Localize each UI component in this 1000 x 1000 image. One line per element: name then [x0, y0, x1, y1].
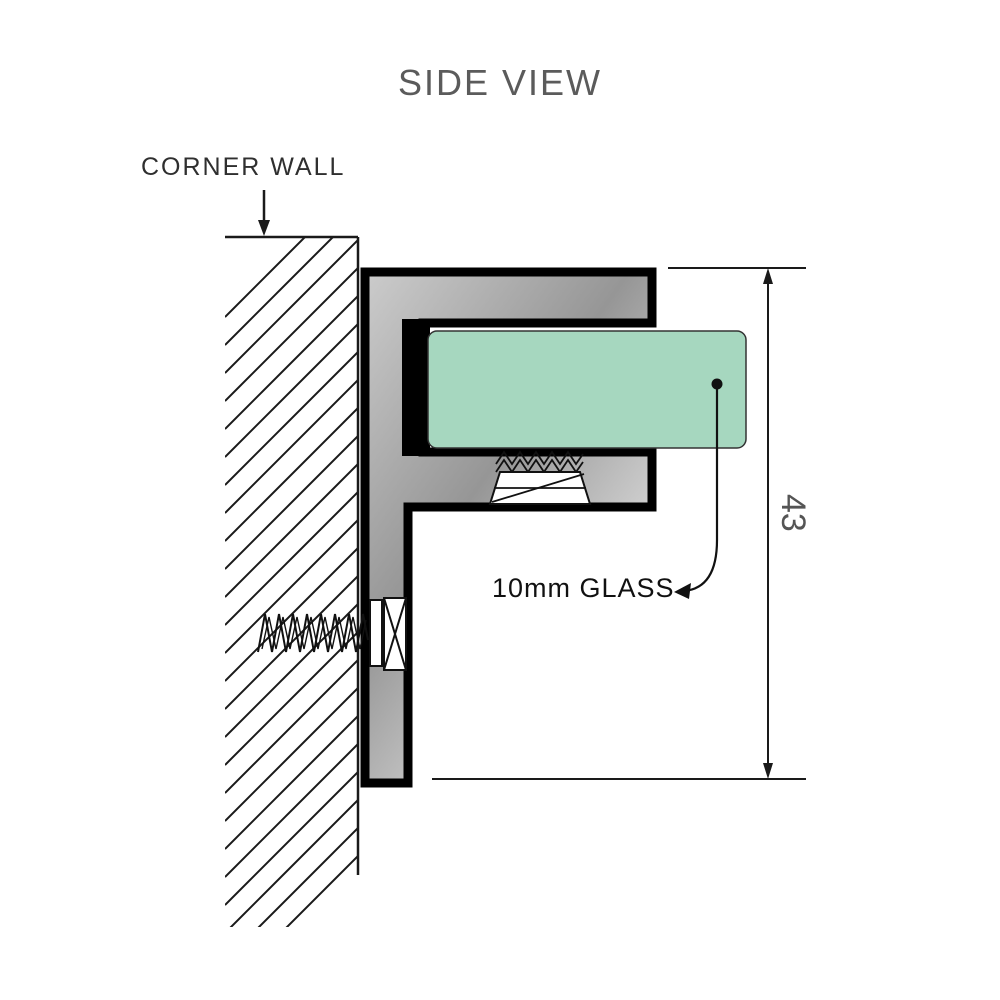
- screw-head: [383, 597, 407, 671]
- dimension-value-label: 43: [774, 494, 812, 532]
- corner-wall-label: CORNER WALL: [141, 153, 346, 181]
- wall-line: [225, 235, 360, 875]
- dimension-arrow-top: [763, 268, 773, 284]
- dimension-arrow-bottom: [763, 763, 773, 779]
- leader-line: [674, 378, 723, 599]
- screw-washer: [369, 599, 383, 667]
- dimension: [432, 267, 806, 780]
- glass-thickness-label: 10mm GLASS: [492, 573, 675, 603]
- screw-threads: [257, 613, 369, 653]
- wall-hatching: [225, 237, 358, 927]
- set-screw: [488, 450, 592, 505]
- bracket-profile: [360, 267, 657, 788]
- corner-wall-arrow: [258, 190, 270, 236]
- clamp-back-gasket: [402, 319, 430, 456]
- leader-arrowhead: [674, 583, 691, 599]
- page-title: SIDE VIEW: [397, 62, 603, 103]
- mounting-screw: [257, 597, 407, 671]
- glass-panel: [427, 330, 747, 449]
